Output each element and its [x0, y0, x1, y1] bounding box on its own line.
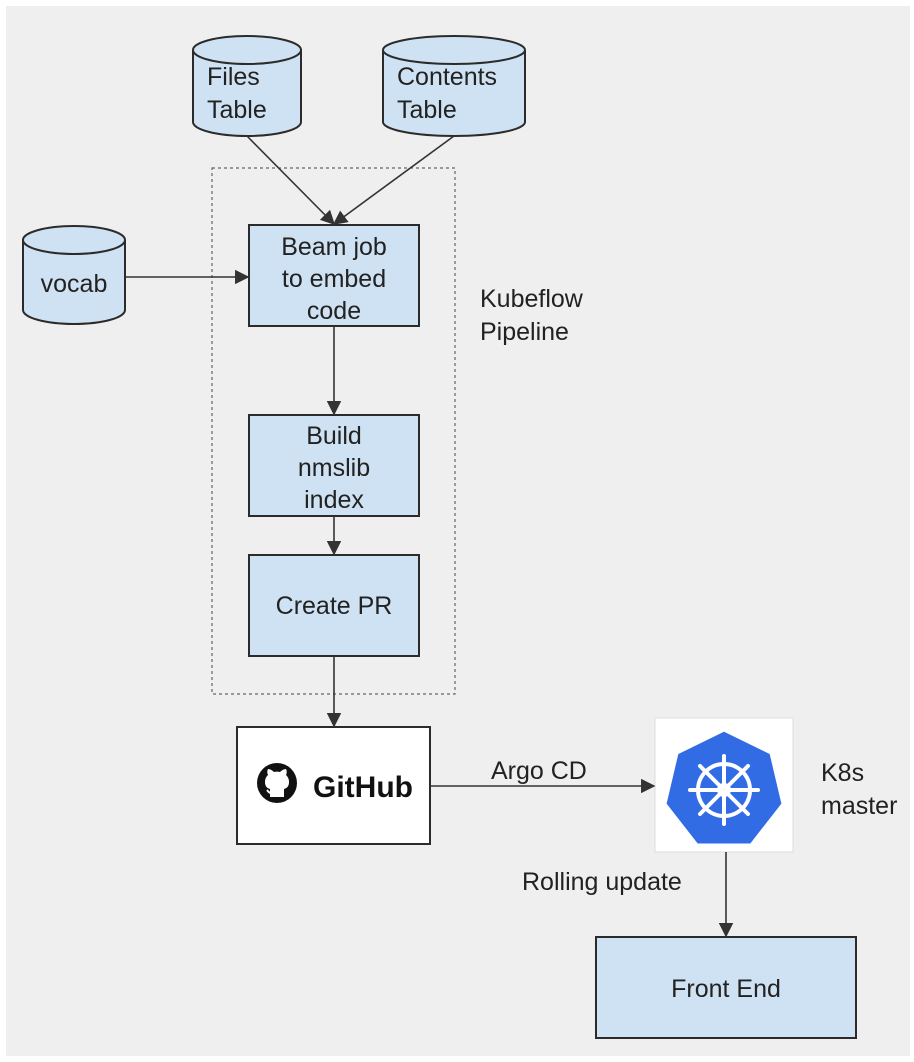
- files-table-line2: Table: [207, 96, 267, 124]
- k8s-master-label-line2: master: [821, 792, 897, 820]
- edge-contents-to-beam: [332, 135, 455, 225]
- build-index-line3: index: [304, 486, 364, 514]
- github-label: GitHub: [313, 771, 413, 804]
- github-node: GitHub: [236, 726, 431, 845]
- build-index-node: Build nmslib index: [248, 414, 420, 517]
- build-index-line1: Build: [306, 422, 362, 450]
- argo-cd-label: Argo CD: [491, 757, 587, 785]
- kubeflow-pipeline-label-line1: Kubeflow: [480, 285, 584, 313]
- build-index-line2: nmslib: [298, 454, 370, 482]
- vocab-node: vocab: [22, 225, 126, 325]
- k8s-master-node: [654, 717, 794, 853]
- contents-table-line2: Table: [397, 96, 457, 124]
- rolling-update-label: Rolling update: [522, 868, 682, 896]
- files-table-line1: Files: [207, 63, 260, 91]
- create-pr-label: Create PR: [276, 592, 393, 620]
- beam-job-line3: code: [307, 297, 361, 325]
- kubernetes-helm-icon: [663, 728, 785, 847]
- edge-files-to-beam: [246, 135, 336, 226]
- beam-job-line1: Beam job: [281, 233, 387, 261]
- k8s-master-label-line1: K8s: [821, 759, 864, 787]
- beam-job-node: Beam job to embed code: [248, 224, 420, 327]
- contents-table-line1: Contents: [397, 63, 497, 91]
- front-end-label: Front End: [671, 975, 781, 1003]
- canvas-background: [6, 6, 910, 1056]
- create-pr-node: Create PR: [248, 554, 420, 657]
- contents-table-node: Contents Table: [382, 35, 526, 137]
- kubeflow-pipeline-label-line2: Pipeline: [480, 318, 569, 346]
- github-octocat-icon: [257, 763, 297, 803]
- edges: [125, 135, 734, 938]
- vocab-label: vocab: [41, 270, 108, 298]
- beam-job-line2: to embed: [282, 265, 386, 293]
- files-table-node: Files Table: [192, 35, 302, 137]
- front-end-node: Front End: [595, 936, 857, 1039]
